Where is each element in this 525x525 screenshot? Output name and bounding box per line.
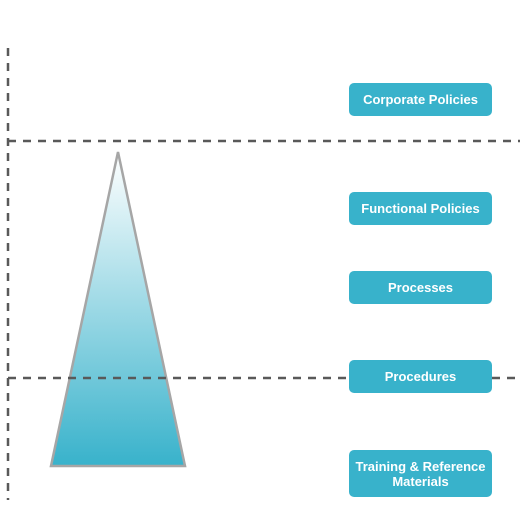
level-box-training-reference-materials: Training & Reference Materials bbox=[349, 450, 492, 497]
level-box-functional-policies: Functional Policies bbox=[349, 192, 492, 225]
level-box-corporate-policies: Corporate Policies bbox=[349, 83, 492, 116]
level-box-procedures: Procedures bbox=[349, 360, 492, 393]
hierarchy-pyramid bbox=[49, 151, 187, 468]
level-box-processes: Processes bbox=[349, 271, 492, 304]
